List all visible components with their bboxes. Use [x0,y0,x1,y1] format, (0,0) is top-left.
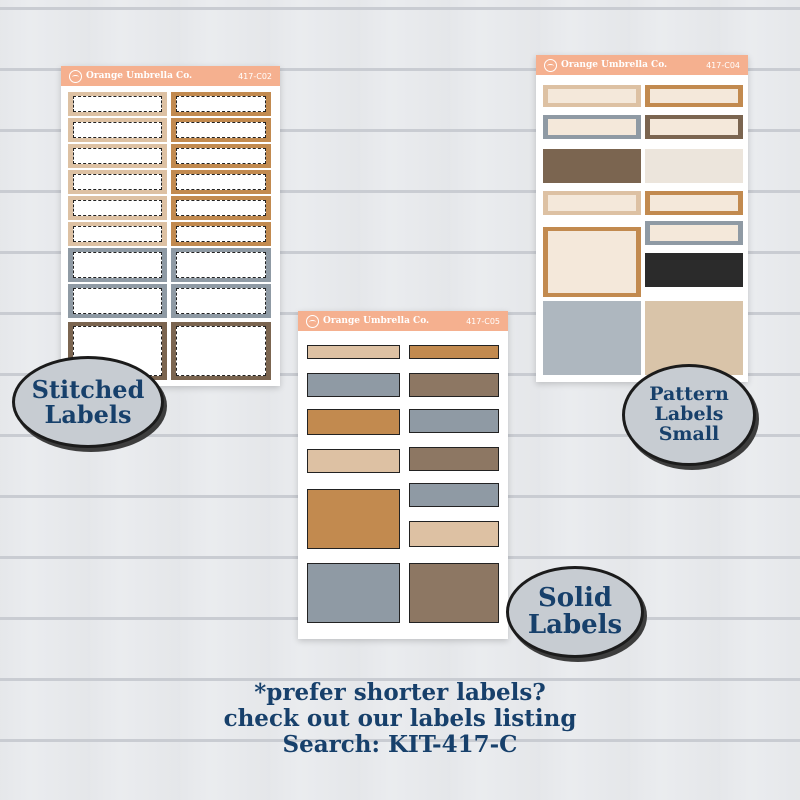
stitched-label [68,144,167,168]
footer-line: Search: KIT-417-C [282,731,518,758]
label-inner [650,119,738,135]
stitch-border [176,200,266,216]
stitched-label [171,170,271,194]
sheet-code: 417-C02 [238,71,272,81]
label-inner [650,89,738,103]
stitched-label [171,284,271,318]
stitch-border [73,252,162,278]
callout-line: Labels [44,400,132,429]
sheet-code: 417-C05 [466,316,500,326]
brand-name: Orange Umbrella Co. [86,71,193,81]
solid-label [409,447,499,471]
callout-line: Pattern [649,383,729,406]
stitched-label [171,144,271,168]
sheet-header: Orange Umbrella Co. 417-C02 [61,66,280,86]
solid-label [307,449,400,473]
stitched-label [68,222,167,246]
pattern-label-large [543,227,641,297]
stitched-label [171,222,271,246]
stitched-label [171,248,271,282]
footer-line: check out our labels listing [223,705,577,732]
stitch-border [73,122,162,138]
umbrella-logo-icon [306,314,319,328]
sticker-sheet-solid: Orange Umbrella Co. 417-C05 [298,311,508,639]
solid-label [307,373,400,397]
footer-line: *prefer shorter labels? [254,679,546,706]
stitch-border [73,226,162,242]
sheet-header: Orange Umbrella Co. 417-C04 [536,55,748,75]
label-inner [548,89,636,103]
callout-line: Small [658,422,720,445]
pattern-label [543,149,641,183]
stitched-label [171,118,271,142]
label-inner [548,195,636,211]
callout-stitched-labels: Stitched Labels [12,356,164,448]
solid-label [409,563,499,623]
stitched-label [68,248,167,282]
stitch-border [176,96,266,112]
label-inner [650,225,738,241]
solid-label [409,483,499,507]
callout-line: Labels [527,610,623,640]
stitch-border [73,148,162,164]
sticker-sheet-stitched: Orange Umbrella Co. 417-C02 [61,66,280,386]
solid-label [409,521,499,547]
solid-label [307,563,400,623]
solid-label [409,373,499,397]
solid-label [307,345,400,359]
pattern-label [543,115,641,139]
stitch-border [176,326,266,376]
sticker-sheet-pattern: Orange Umbrella Co. 417-C04 [536,55,748,382]
solid-label [409,409,499,433]
stitch-border [176,148,266,164]
stitch-border [73,288,162,314]
pattern-label [543,85,641,107]
stitch-border [176,174,266,190]
stitched-label [68,92,167,116]
label-inner [548,119,636,135]
pattern-label [645,253,743,287]
stitched-label [171,196,271,220]
brand-name: Orange Umbrella Co. [323,316,430,326]
stitched-label [68,196,167,220]
sheet-code: 417-C04 [706,60,740,70]
stitched-label [171,92,271,116]
stitch-border [176,122,266,138]
solid-label [307,489,400,549]
pattern-label [645,115,743,139]
callout-solid-labels: Solid Labels [506,566,644,658]
stitched-label-large [171,322,271,380]
label-inner [548,231,636,293]
umbrella-logo-icon [544,58,557,72]
stitch-border [73,96,162,112]
stitched-label [68,118,167,142]
label-inner [650,195,738,211]
callout-pattern-labels-small: Pattern Labels Small [622,364,756,466]
solid-label [307,409,400,435]
pattern-label [645,221,743,245]
footer-note: *prefer shorter labels? check out our la… [0,680,800,758]
stitched-label [68,284,167,318]
callout-line: Stitched [31,374,145,404]
stitched-label [68,170,167,194]
pattern-label [645,301,743,375]
sheet-header: Orange Umbrella Co. 417-C05 [298,311,508,331]
stitch-border [176,288,266,314]
stitch-border [176,252,266,278]
stitch-border [176,226,266,242]
brand-name: Orange Umbrella Co. [561,60,668,70]
pattern-label [543,301,641,375]
pattern-label [645,191,743,215]
stitch-border [73,174,162,190]
stitch-border [73,200,162,216]
pattern-label [645,149,743,183]
umbrella-logo-icon [69,69,82,83]
callout-line: Solid [537,582,613,613]
callout-line: Labels [654,403,724,426]
solid-label [409,345,499,359]
pattern-label [645,85,743,107]
pattern-label [543,191,641,215]
